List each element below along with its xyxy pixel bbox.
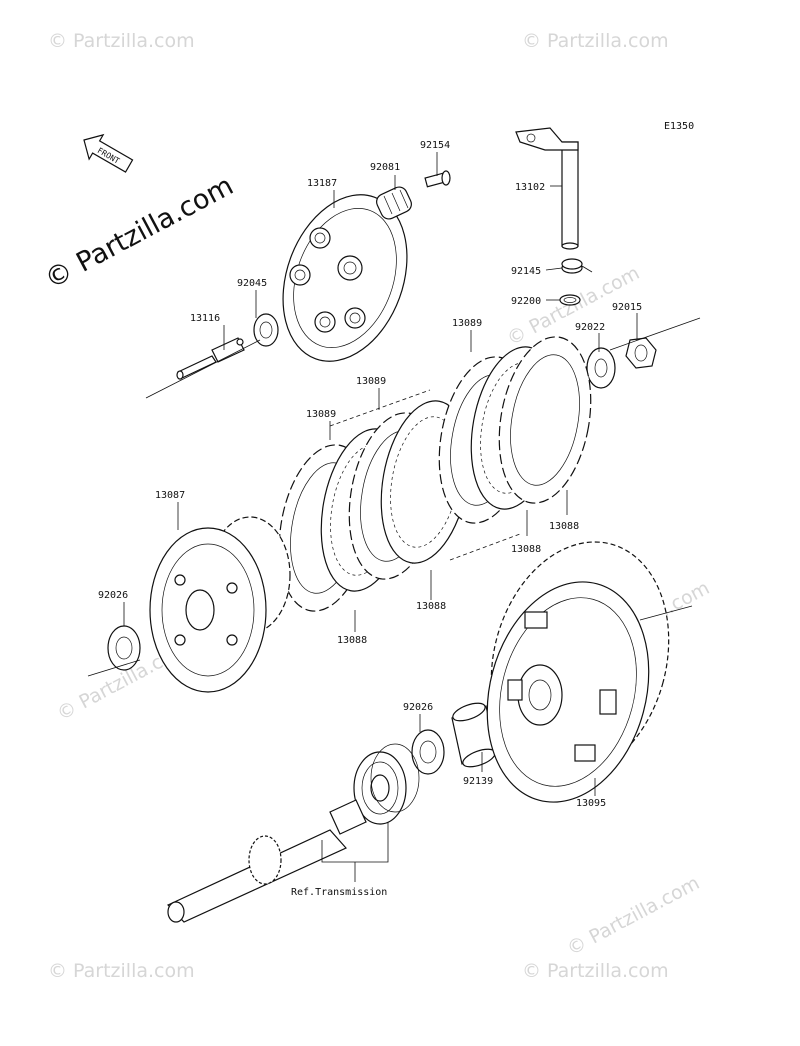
part-number: 13089 [452, 318, 482, 329]
clutch-hub-part[interactable] [149, 516, 291, 693]
release-shaft-part[interactable] [515, 127, 579, 250]
part-number: 92200 [511, 296, 541, 307]
part-number: 13095 [576, 798, 606, 809]
transmission-shaft-part[interactable] [166, 799, 367, 923]
bolt-part[interactable] [424, 170, 451, 188]
part-number: 13087 [155, 490, 185, 501]
part-number: 92022 [575, 322, 605, 333]
clutch-spring-part[interactable] [374, 184, 414, 221]
circlip-part[interactable] [559, 294, 581, 306]
part-number: 13116 [190, 313, 220, 324]
part-number: 13089 [306, 409, 336, 420]
part-number: 13088 [416, 601, 446, 612]
washer-part[interactable] [586, 347, 616, 389]
sleeve-part[interactable] [451, 700, 498, 771]
part-number: 92081 [370, 162, 400, 173]
part-number: 13088 [337, 635, 367, 646]
thrust-washer-part[interactable] [411, 729, 445, 775]
shaft-spring-part[interactable] [561, 258, 593, 274]
part-number: 13088 [511, 544, 541, 555]
watermark: © Partzilla.com [522, 960, 669, 982]
part-number: 92045 [237, 278, 267, 289]
watermark: © Partzilla.com [522, 30, 669, 52]
clutch-housing-part[interactable] [464, 522, 694, 821]
front-arrow-icon: FRONT [83, 133, 134, 173]
watermark: © Partzilla.com [48, 30, 195, 52]
friction-plate-part[interactable] [487, 330, 603, 511]
pushrod-part[interactable] [176, 337, 245, 380]
part-number: 92145 [511, 266, 541, 277]
drawing-code: E1350 [664, 121, 695, 132]
part-number: 13089 [356, 376, 386, 387]
pressure-plate-part[interactable] [261, 177, 429, 378]
transmission-bearing-part[interactable] [353, 743, 420, 825]
watermark: © Partzilla.com [48, 960, 195, 982]
part-number: 13088 [549, 521, 579, 532]
reference-label: Ref.Transmission [291, 887, 387, 898]
bearing-part[interactable] [253, 313, 279, 347]
thrust-washer-part[interactable] [107, 625, 141, 671]
part-number: 92026 [98, 590, 128, 601]
part-number: 92026 [403, 702, 433, 713]
part-number: 92139 [463, 776, 493, 787]
part-number: 92154 [420, 140, 450, 151]
part-number: 92015 [612, 302, 642, 313]
nut-part[interactable] [625, 337, 657, 369]
part-number: 13187 [307, 178, 337, 189]
part-number: 13102 [515, 182, 545, 193]
